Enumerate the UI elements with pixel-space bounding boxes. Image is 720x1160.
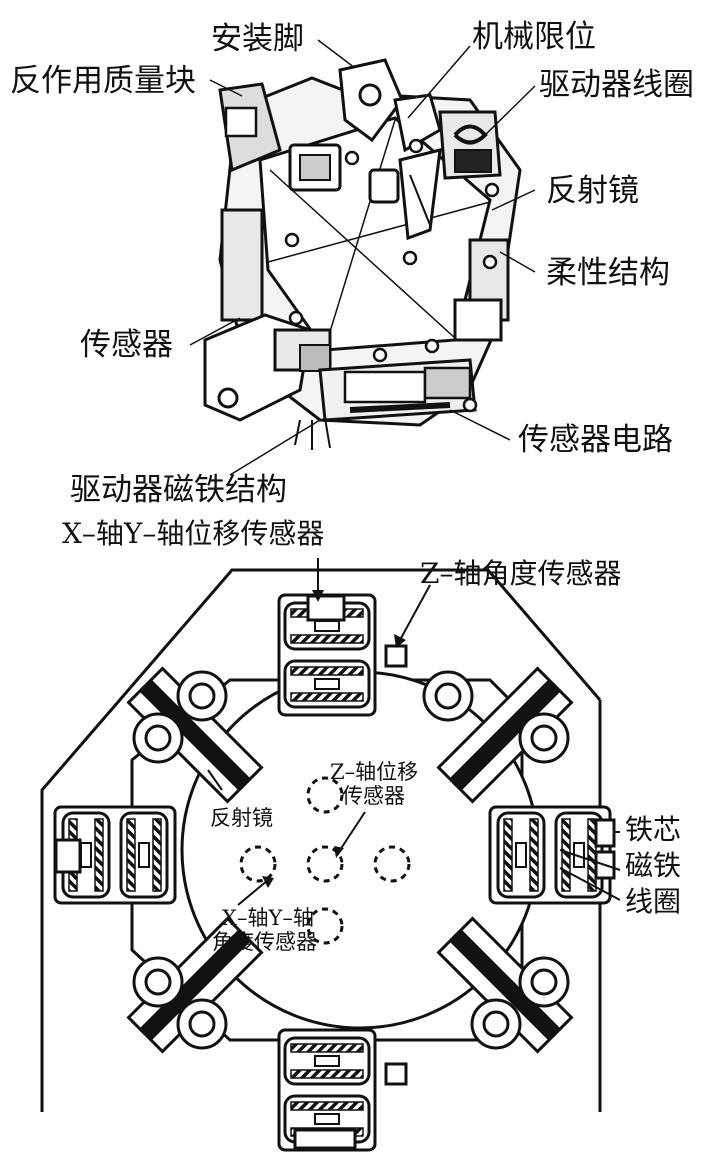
label-magnet: 磁铁	[625, 849, 682, 882]
label-sensor: 传感器	[80, 327, 173, 363]
label-mount-feet: 安装脚	[211, 21, 304, 57]
label-xy-displacement-sensor: X–轴Y–轴位移传感器	[62, 517, 325, 550]
label-mechanical-stop: 机械限位	[472, 19, 596, 55]
top-leader-lines	[189, 39, 536, 476]
label-xy-angle-l2: 角度传感器	[212, 930, 317, 954]
label-actuator-coil: 驱动器线圈	[539, 67, 694, 103]
label-mirror-top: 反射镜	[546, 173, 639, 209]
label-actuator-magnet: 驱动器磁铁结构	[70, 472, 287, 508]
fsm-top-view-drawing	[40, 558, 621, 1152]
label-z-displacement-l1: Z–轴位移	[330, 760, 419, 784]
label-z-displacement-l2: 传感器	[342, 784, 405, 808]
label-flexure: 柔性结构	[546, 255, 670, 291]
label-reaction-mass: 反作用质量块	[10, 63, 196, 99]
label-z-angle-sensor: Z–轴角度传感器	[420, 557, 622, 590]
label-mirror-bottom: 反射镜	[210, 806, 273, 830]
label-coil: 线圈	[625, 885, 682, 918]
label-iron-core: 铁芯	[625, 813, 682, 846]
label-sensor-circuit: 传感器电路	[518, 422, 673, 458]
fsm-perspective-drawing	[203, 58, 522, 450]
label-xy-angle-l1: X–轴Y–轴	[222, 906, 314, 930]
